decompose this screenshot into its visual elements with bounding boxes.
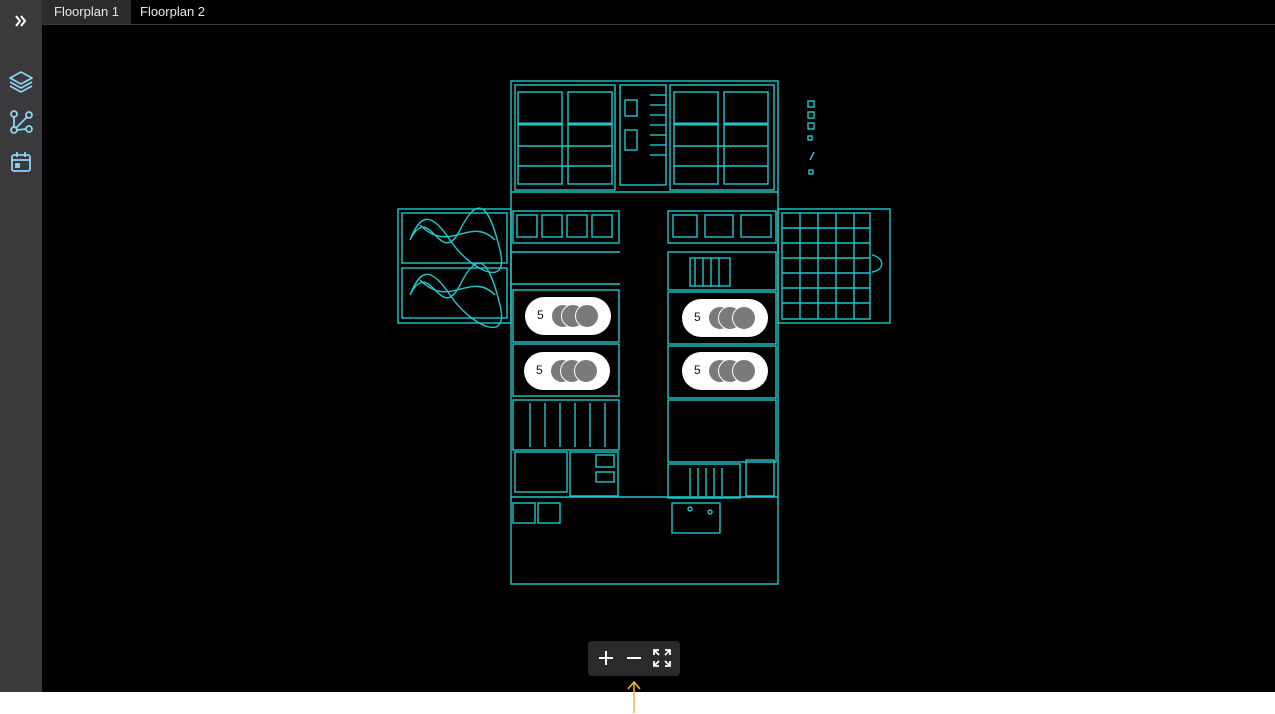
calendar-button[interactable] <box>5 146 37 178</box>
graph-button[interactable] <box>5 106 37 138</box>
sidebar <box>0 0 42 692</box>
floorplan-tabs: Floorplan 1 Floorplan 2 <box>42 0 1275 25</box>
occupancy-count: 5 <box>694 310 701 324</box>
zoom-out-icon <box>627 657 641 659</box>
floorplan-canvas[interactable]: 5 5 5 5 <box>42 25 1275 692</box>
chevrons-right-icon <box>15 15 27 27</box>
zoom-in-button[interactable] <box>594 646 618 670</box>
fit-screen-icon <box>653 649 671 667</box>
light-bulb-icon <box>574 359 598 383</box>
tab-floorplan-1[interactable]: Floorplan 1 <box>42 0 132 24</box>
arrow-up-icon <box>627 680 641 713</box>
room-marker[interactable]: 5 <box>682 352 768 390</box>
zoom-controls <box>588 641 680 676</box>
room-marker[interactable]: 5 <box>682 299 768 337</box>
nodes-icon <box>10 110 33 134</box>
zoom-out-button[interactable] <box>622 646 646 670</box>
light-bulb-icon <box>732 359 756 383</box>
occupancy-count: 5 <box>537 308 544 322</box>
zoom-in-icon <box>599 651 613 665</box>
occupancy-count: 5 <box>536 363 543 377</box>
calendar-icon <box>11 152 31 172</box>
light-bulb-icon <box>732 306 756 330</box>
app-window: Floorplan 1 Floorplan 2 <box>0 0 1275 692</box>
room-marker[interactable]: 5 <box>524 352 610 390</box>
room-marker[interactable]: 5 <box>525 297 611 335</box>
expand-sidebar-button[interactable] <box>5 5 37 37</box>
floorplan-drawing <box>397 80 891 585</box>
occupancy-count: 5 <box>694 363 701 377</box>
fit-screen-button[interactable] <box>650 646 674 670</box>
layers-icon <box>9 71 33 93</box>
light-bulb-icon <box>575 304 599 328</box>
tab-floorplan-2[interactable]: Floorplan 2 <box>140 4 206 19</box>
layers-button[interactable] <box>5 66 37 98</box>
